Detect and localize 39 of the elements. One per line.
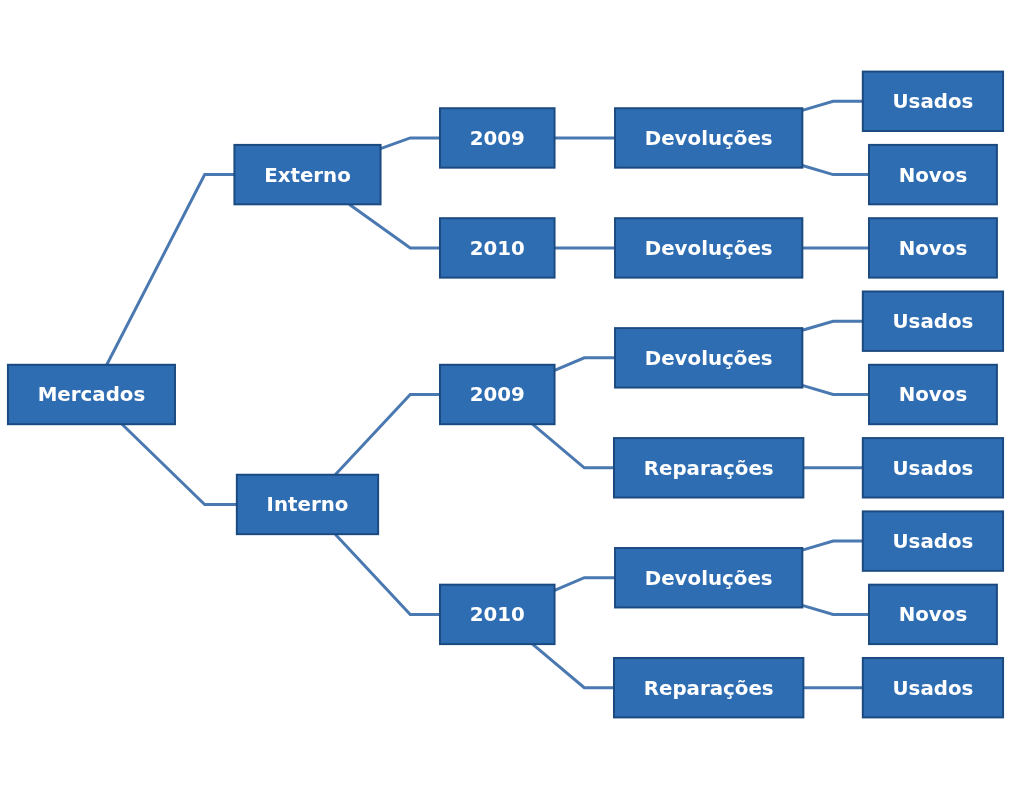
node-box: Usados — [861, 70, 1005, 132]
node-box: Devoluções — [614, 547, 804, 609]
connector — [802, 246, 869, 250]
node-box: Reparações — [613, 657, 805, 719]
connector — [334, 393, 440, 476]
connector — [105, 173, 235, 366]
connector — [554, 136, 615, 140]
connector — [801, 164, 869, 177]
node-box: Usados — [861, 657, 1005, 719]
connector — [801, 319, 863, 332]
node-box: Usados — [861, 290, 1005, 352]
node-box: 2009 — [439, 363, 556, 426]
node-box: Novos — [868, 143, 998, 206]
connector — [803, 686, 863, 690]
connector — [801, 539, 863, 552]
connector — [380, 136, 440, 150]
connector — [531, 423, 614, 470]
node-box: Reparações — [613, 437, 805, 499]
node-box: Devoluções — [614, 217, 804, 279]
node-box: Usados — [861, 510, 1005, 572]
node-box: Mercados — [6, 363, 176, 426]
node-box: 2010 — [439, 583, 556, 646]
connector — [348, 203, 440, 250]
node-box: Interno — [235, 473, 380, 536]
node-box: Devoluções — [614, 327, 804, 389]
node-box: Usados — [861, 437, 1005, 499]
node-box: 2009 — [439, 107, 556, 169]
connector — [554, 246, 615, 250]
connector — [121, 423, 237, 506]
connector — [801, 603, 869, 616]
connector — [334, 533, 440, 616]
node-box: Novos — [868, 217, 998, 279]
node-box: 2010 — [439, 217, 556, 279]
node-box: Novos — [868, 363, 998, 426]
node-box: Devoluções — [614, 107, 804, 169]
node-box: Novos — [868, 583, 998, 646]
connector — [801, 384, 869, 396]
connector — [803, 466, 863, 470]
node-box: Externo — [233, 143, 382, 206]
